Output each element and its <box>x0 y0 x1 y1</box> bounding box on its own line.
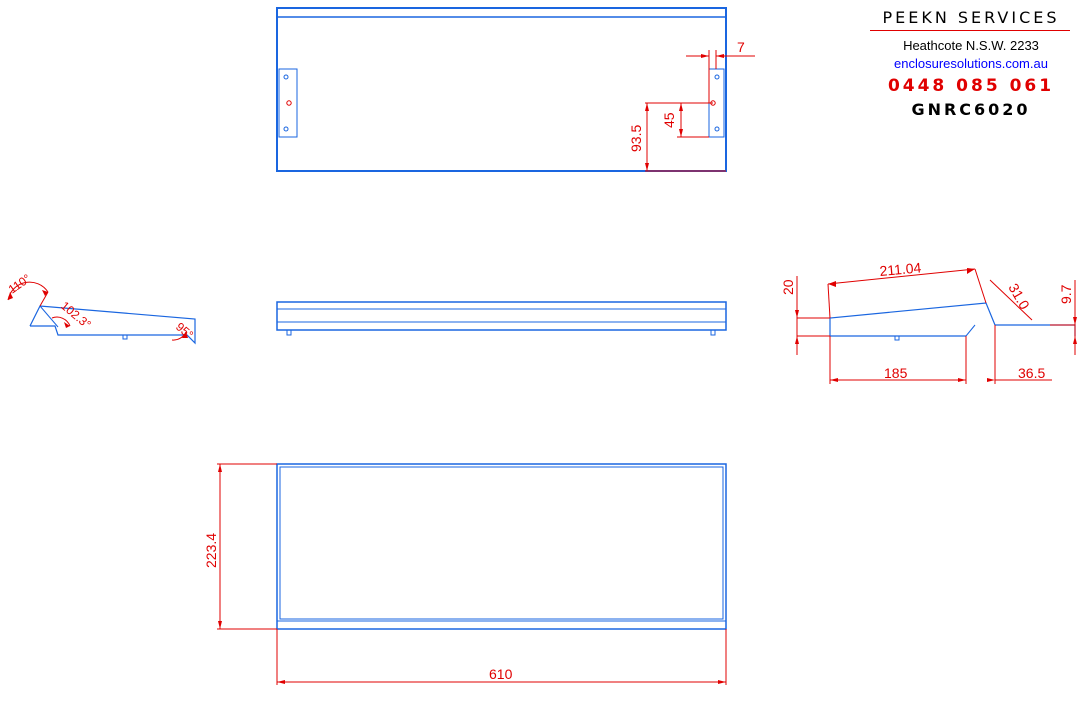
bracket-hole-icon <box>283 126 289 132</box>
bracket-hole-icon <box>286 100 292 106</box>
bracket-hole-icon <box>714 126 720 132</box>
dim-offset-small: 7 <box>737 39 745 55</box>
dim-base-length: 185 <box>884 365 908 381</box>
company-phone: 0448 085 061 <box>887 76 1055 96</box>
dim-width: 610 <box>489 666 513 682</box>
bottom-view-outline <box>276 463 727 630</box>
dim-slope-length: 211.04 <box>879 259 922 279</box>
top-view-outline <box>276 7 727 172</box>
front-foot-left <box>286 329 292 336</box>
dim-bracket-height: 93.5 <box>628 125 644 152</box>
side-view-right: 211.04 20 31.0 9.7 185 36.5 <box>780 259 1077 384</box>
side-profile-front <box>965 324 976 337</box>
bracket-hole-icon <box>714 74 720 80</box>
side-foot-right <box>894 335 900 341</box>
dim-hole-height: 45 <box>661 112 677 128</box>
company-address: Heathcote N.S.W. 2233 <box>903 38 1039 53</box>
front-foot-right <box>710 329 716 336</box>
front-view-outline <box>276 301 727 331</box>
side-profile-inner <box>39 305 59 328</box>
part-code: GNRC6020 <box>911 100 1031 119</box>
company-website-link[interactable]: enclosuresolutions.com.au <box>894 56 1048 71</box>
dim-front-face: 31.0 <box>1005 281 1033 313</box>
dim-rear-height: 20 <box>780 279 796 295</box>
angle-mid: 102.3° <box>58 299 94 332</box>
dim-front-depth: 36.5 <box>1018 365 1045 381</box>
top-view-arrows <box>645 54 724 171</box>
top-view-dimension-lines <box>645 50 755 172</box>
side-profile-left <box>29 305 196 345</box>
company-underline <box>870 30 1070 31</box>
bracket-hole-icon <box>283 74 289 80</box>
angle-arrows <box>8 290 188 338</box>
side-view-left: 110° 102.3° 95° <box>6 271 196 345</box>
bottom-view-inner <box>279 466 724 620</box>
angle-front: 95° <box>173 320 196 343</box>
bottom-view: 223.4 610 <box>203 463 727 685</box>
side-foot <box>122 334 128 340</box>
dim-depth: 223.4 <box>203 533 219 568</box>
side-profile-right <box>829 302 1076 336</box>
bottom-dimension-lines <box>217 463 727 685</box>
front-view <box>276 301 727 336</box>
top-view: 7 45 93.5 <box>276 7 755 172</box>
company-name: PEEKN SERVICES <box>882 8 1060 27</box>
left-bracket <box>278 68 298 138</box>
dim-front-height: 9.7 <box>1058 284 1074 304</box>
bottom-arrows <box>218 464 726 684</box>
side-arrows <box>795 268 1077 382</box>
